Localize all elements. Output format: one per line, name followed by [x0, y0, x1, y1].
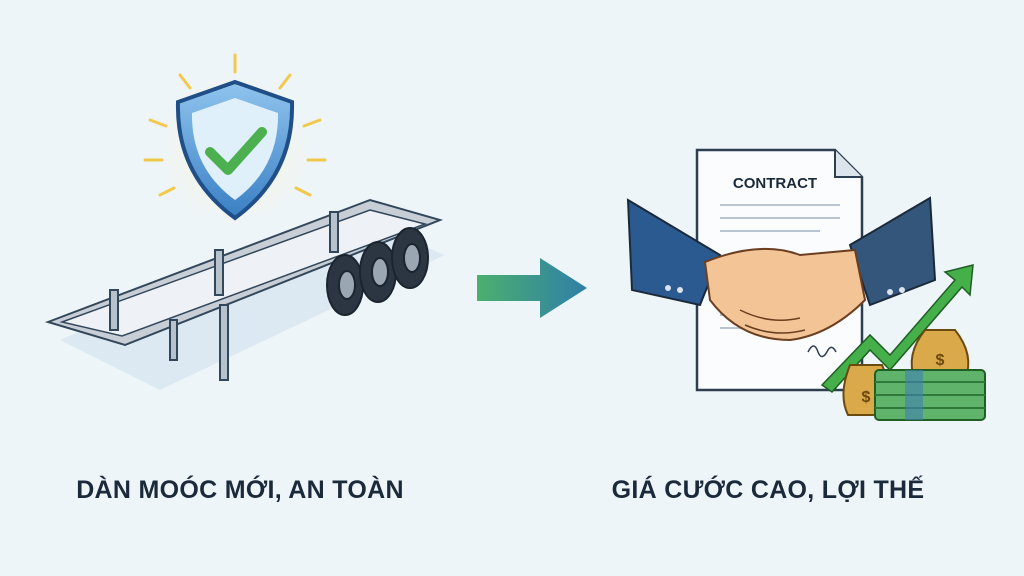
left-caption: DÀN MOÓC MỚI, AN TOÀN: [76, 476, 404, 504]
cash-stack-icon: [874, 369, 986, 421]
handshake-icon: [626, 196, 937, 342]
growth-arrow-icon: [820, 264, 974, 393]
trailer-chassis-icon: [44, 198, 445, 390]
shield-check-icon: [143, 53, 327, 240]
right-caption: GIÁ CƯỚC CAO, LỢI THẾ: [611, 476, 925, 504]
arrow-right-icon: [477, 258, 587, 318]
svg-text:$: $: [936, 352, 945, 369]
wheels: [326, 227, 429, 316]
contract-title: CONTRACT: [733, 175, 817, 192]
svg-text:$: $: [862, 389, 871, 406]
